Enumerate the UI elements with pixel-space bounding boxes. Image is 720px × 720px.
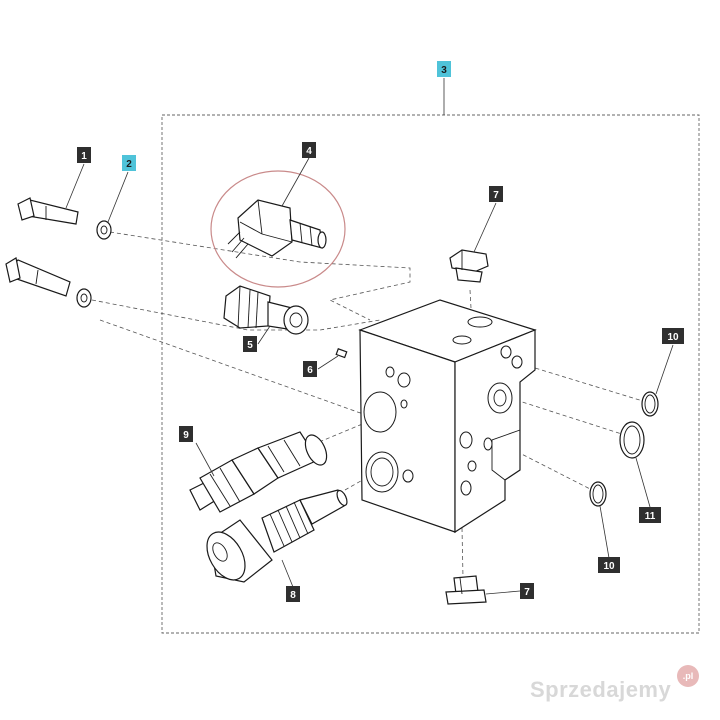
o-ring-11 — [619, 421, 645, 459]
callout-label: 11 — [645, 511, 656, 522]
leader-lines — [65, 157, 674, 595]
callout-label: 3 — [441, 65, 447, 76]
valve-block — [358, 299, 537, 534]
callout-7-bottom: 7 — [520, 583, 534, 599]
callout-1: 1 — [77, 147, 91, 163]
callout-label: 4 — [306, 146, 312, 157]
callout-11: 11 — [639, 507, 661, 523]
plug-bottom — [445, 575, 487, 605]
watermark-brand: Sprzedajemy — [530, 677, 671, 702]
callout-label: 8 — [290, 590, 296, 601]
callout-7-top: 7 — [489, 186, 503, 202]
callout-3: 3 — [437, 61, 451, 77]
callout-label: 7 — [524, 587, 530, 598]
callout-label: 6 — [307, 365, 313, 376]
assembly-frame — [161, 114, 700, 634]
bolt-upper — [17, 197, 79, 225]
callout-10-bottom: 10 — [598, 557, 620, 573]
callout-4: 4 — [302, 142, 316, 158]
relief-valve-part-9 — [189, 431, 328, 513]
bolt-lower — [5, 257, 71, 297]
watermark: Sprzedajemy .pl — [530, 665, 699, 702]
callout-8: 8 — [286, 586, 300, 602]
valve-part-5 — [223, 285, 309, 335]
pressure-valve-part-8 — [206, 489, 348, 583]
washer-upper — [96, 220, 112, 240]
callout-label: 10 — [603, 561, 615, 572]
callout-6: 6 — [303, 361, 317, 377]
watermark-suffix: .pl — [683, 671, 694, 681]
callout-label: 7 — [493, 190, 499, 201]
pin-part-6 — [335, 348, 348, 359]
o-ring-10-bottom — [589, 481, 607, 507]
callout-label: 1 — [81, 151, 87, 162]
callout-label: 2 — [126, 159, 132, 170]
callout-label: 5 — [247, 340, 253, 351]
callout-label: 10 — [667, 332, 679, 343]
o-ring-10-top — [641, 391, 659, 417]
sensor-part-4 — [227, 199, 327, 259]
callout-10-top: 10 — [662, 328, 684, 344]
washer-lower — [76, 288, 92, 308]
plug-top — [449, 249, 489, 283]
callout-label: 9 — [183, 430, 189, 441]
highlight-circle — [210, 170, 346, 288]
watermark-badge-icon — [677, 665, 699, 687]
callout-9: 9 — [179, 426, 193, 442]
callout-5: 5 — [243, 336, 257, 352]
callout-2: 2 — [122, 155, 136, 171]
